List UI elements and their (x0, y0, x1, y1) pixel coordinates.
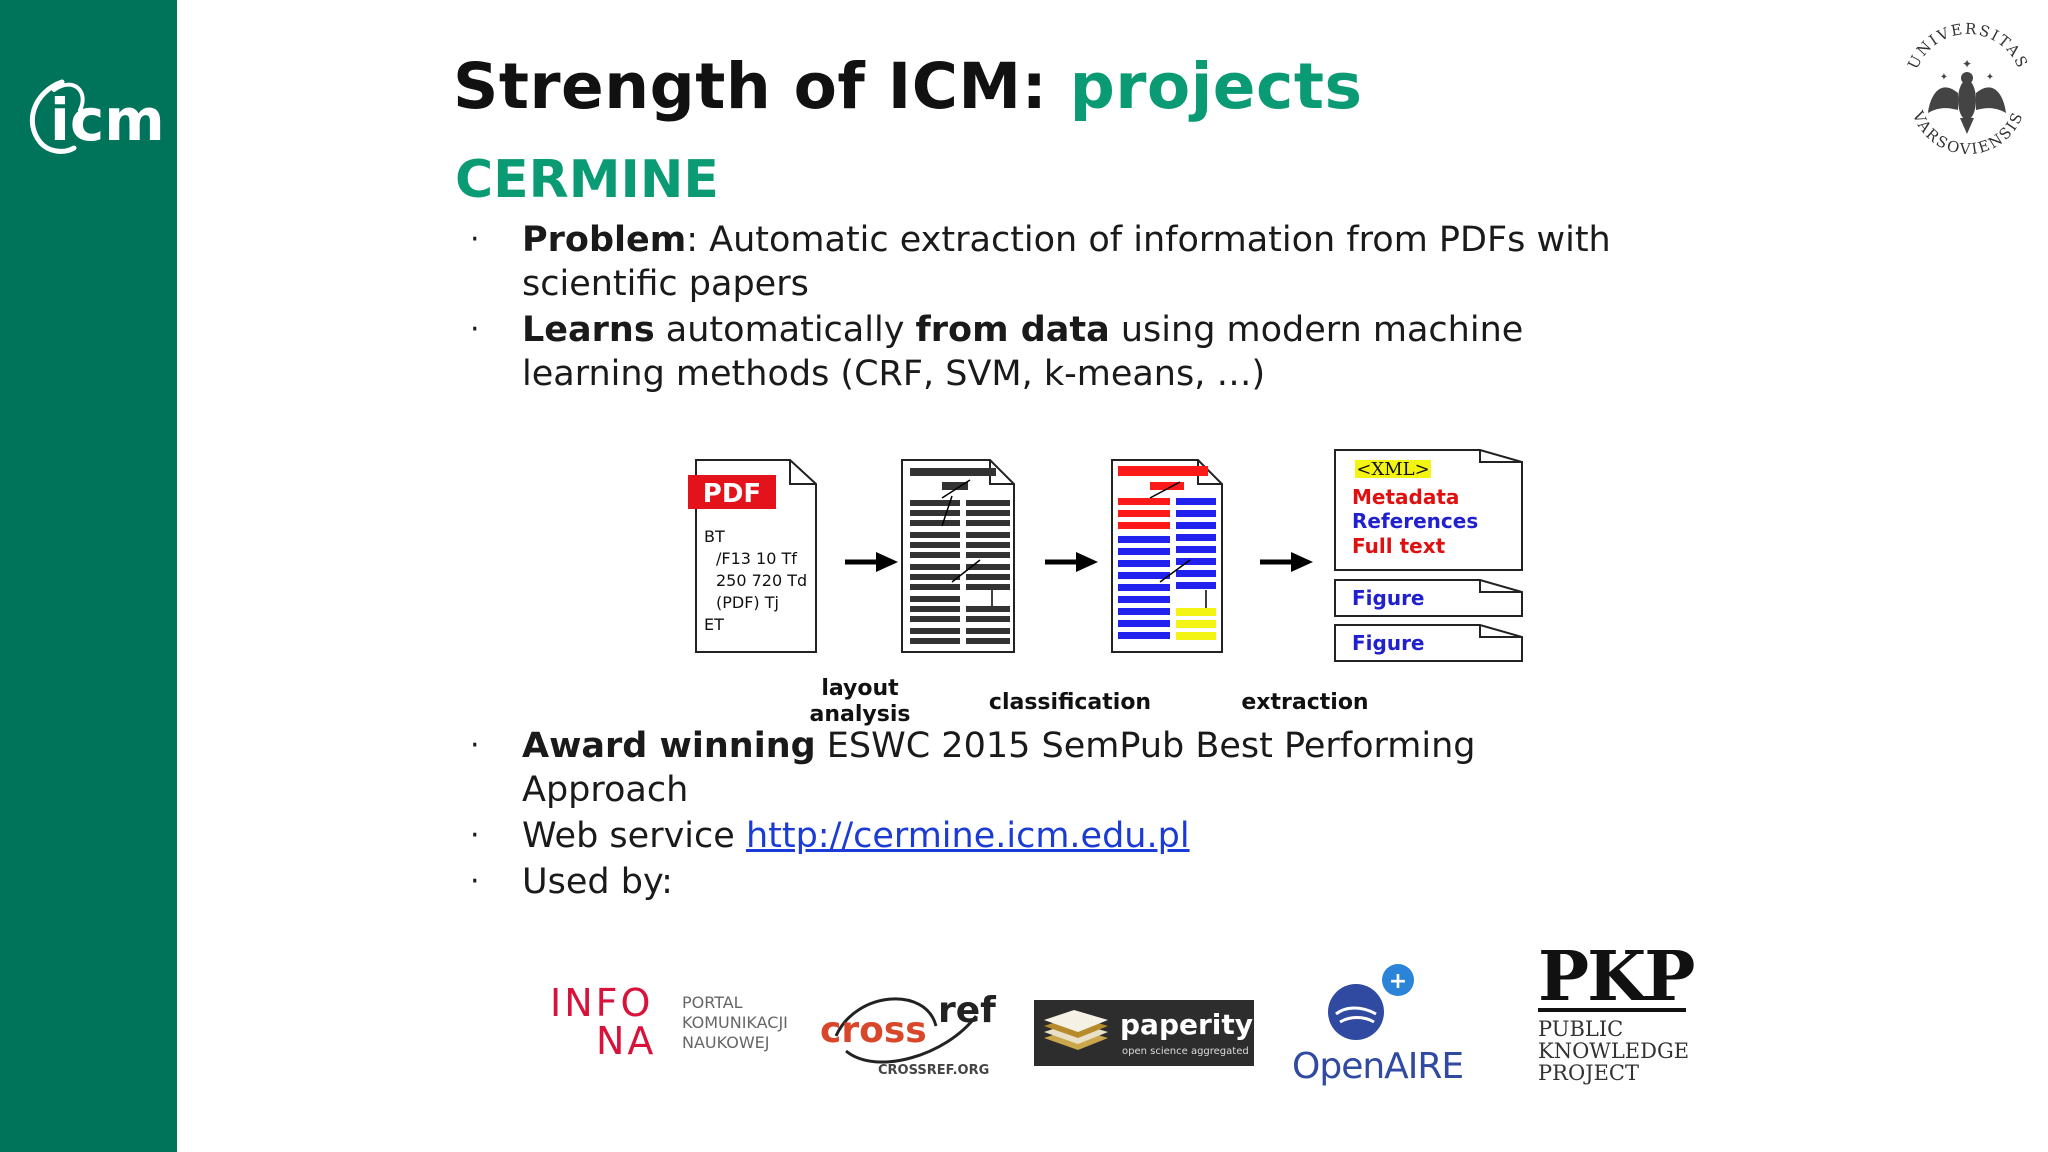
infona-line: NAUKOWEJ (682, 1033, 769, 1052)
reading-order-arrows (941, 479, 993, 606)
pdf-code-line: BT (704, 527, 725, 546)
infona-mark-top: INFO (550, 981, 653, 1025)
openaire-logo: + OpenAIRE (1292, 964, 1464, 1087)
eagle-icon: ✦ ✦ ✦ (1928, 57, 2006, 134)
bullet-learns-mid: automatically (654, 310, 916, 350)
university-seal: UNIVERSITAS VARSOVIENSIS ✦ ✦ ✦ (1904, 20, 2030, 158)
pkp-line: PUBLIC (1538, 1017, 1623, 1041)
pkp-rule (1538, 1008, 1686, 1012)
paper-stack-icon (1044, 1010, 1108, 1050)
stage-label-extraction: extraction (1241, 690, 1369, 715)
paperity-name: paperity (1120, 1008, 1253, 1041)
figure-label: Figure (1352, 586, 1425, 610)
bullet-problem-text: : Automatic extraction of information fr… (522, 220, 1611, 304)
bullet-used-by: · Used by: (470, 860, 1650, 904)
pdf-code-line: 250 720 Td (716, 571, 807, 590)
bullet-award-text: ESWC 2015 SemPub Best Performing Approac… (522, 726, 1476, 810)
bullet-web-service: · Web service http://cermine.icm.edu.pl (470, 814, 1650, 858)
xml-fulltext-label: Full text (1352, 534, 1446, 558)
bullet-award: · Award winning ESWC 2015 SemPub Best Pe… (470, 724, 1650, 812)
bullet-dot: · (470, 864, 480, 899)
bullet-learns-bold: Learns (522, 310, 655, 350)
pdf-badge-bg (688, 475, 776, 509)
bullet-dot: · (470, 222, 480, 257)
crossref-logo: cross ref CROSSREF.ORG (820, 990, 996, 1078)
title-accent: projects (1069, 50, 1363, 123)
metadata-blocks (1118, 466, 1208, 529)
pdf-code-line: (PDF) Tj (716, 593, 779, 612)
xml-references-label: References (1352, 509, 1478, 533)
cermine-pipeline-diagram: PDF BT /F13 10 Tf 250 720 Td (PDF) Tj ET (688, 449, 1523, 662)
pkp-logo: PKP PUBLIC KNOWLEDGE PROJECT (1538, 937, 1694, 1085)
bullet-learns: · Learns automatically from data using m… (470, 308, 1650, 396)
arrow-icon (1045, 552, 1098, 572)
xml-tag-highlight (1355, 460, 1431, 478)
paperity-tagline: open science aggregated (1122, 1046, 1249, 1057)
svg-text:✦: ✦ (1986, 72, 1994, 83)
icm-logo: icm (29, 79, 165, 154)
infona-mark-bottom: NA (596, 1019, 656, 1060)
stage-label-layout-analysis: layout analysis (809, 676, 911, 727)
bullet-learns-bold2: from data (915, 310, 1110, 350)
text-block-pattern (910, 468, 1010, 644)
crossref-ref: ref (938, 990, 996, 1031)
crossref-url: CROSSREF.ORG (878, 1063, 989, 1078)
infona-line: PORTAL (682, 993, 743, 1012)
infona-line: KOMUNIKACJI (682, 1013, 788, 1032)
pdf-code-line: ET (704, 615, 724, 634)
bullet-dot: · (470, 728, 480, 763)
svg-text:✦: ✦ (1962, 57, 1972, 71)
achievements-list: · Award winning ESWC 2015 SemPub Best Pe… (470, 724, 1650, 906)
infona-logo: INFO NA PORTAL KOMUNIKACJI NAUKOWEJ (550, 981, 788, 1060)
bullet-problem: · Problem: Automatic extraction of infor… (470, 218, 1650, 306)
openaire-name: OpenAIRE (1292, 1046, 1463, 1087)
pkp-line: PROJECT (1538, 1061, 1639, 1085)
figure-output-2: Figure (1334, 624, 1523, 662)
sidebar: icm (0, 0, 177, 1152)
bullet-dot: · (470, 312, 480, 347)
pdf-badge: PDF (703, 479, 761, 509)
icm-logo-text: icm (50, 86, 165, 154)
figure-output-1: Figure (1334, 579, 1523, 617)
feature-list: · Problem: Automatic extraction of infor… (470, 218, 1650, 398)
cermine-web-link[interactable]: http://cermine.icm.edu.pl (745, 816, 1190, 856)
title-main: Strength of ICM: (453, 50, 1048, 123)
bullet-problem-bold: Problem (522, 220, 687, 260)
openaire-plus: + (1389, 969, 1407, 994)
xml-tag: <XML> (1356, 459, 1429, 480)
section-heading: CERMINE (455, 150, 719, 210)
pdf-code-line: /F13 10 Tf (716, 549, 797, 568)
xml-metadata-label: Metadata (1352, 485, 1459, 509)
reference-blocks (1176, 608, 1216, 640)
crossref-cross: cross (820, 1010, 927, 1051)
bullet-used-by-text: Used by: (522, 862, 673, 902)
body-blocks (1118, 498, 1216, 639)
arrow-icon (845, 552, 898, 572)
pkp-mark: PKP (1538, 937, 1694, 1017)
bullet-web-label: Web service (522, 816, 746, 856)
paperity-logo: paperity open science aggregated (1034, 1000, 1254, 1066)
bullet-dot: · (470, 818, 480, 853)
bullet-learns-text: using modern machine learning methods (C… (522, 310, 1524, 394)
figure-label: Figure (1352, 631, 1425, 655)
bullet-award-bold: Award winning (522, 726, 816, 766)
svg-text:✦: ✦ (1940, 72, 1948, 83)
pkp-line: KNOWLEDGE (1538, 1039, 1689, 1063)
slide-title: Strength of ICM: projects (453, 50, 1363, 123)
arrow-icon (1260, 552, 1313, 572)
xml-output-document: <XML> Metadata References Full text (1334, 449, 1523, 571)
pdf-source-document: PDF BT /F13 10 Tf 250 720 Td (PDF) Tj ET (688, 459, 817, 653)
stage-label-classification: classification (988, 690, 1152, 715)
classification-document (1111, 459, 1223, 653)
layout-analysis-document (901, 459, 1015, 653)
